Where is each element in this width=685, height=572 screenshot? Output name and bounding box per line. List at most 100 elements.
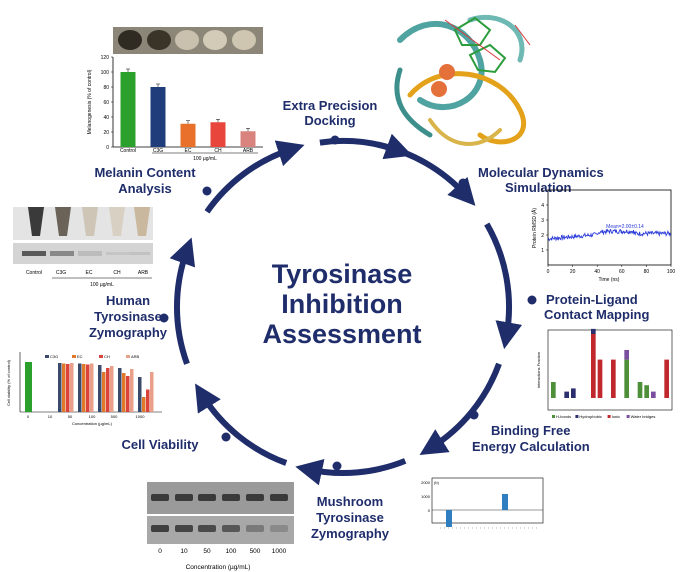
step-label-docking-1: Extra Precision xyxy=(283,98,378,113)
viability-bar xyxy=(78,363,82,412)
step-dot-mushroom xyxy=(332,461,342,471)
melanin-xtick-label: EC xyxy=(185,148,192,154)
step-dot-md xyxy=(458,178,468,188)
cycle-arrow-3 xyxy=(419,362,502,455)
viability-bar xyxy=(150,372,154,412)
viability-xtick-label: 500 xyxy=(111,414,118,419)
binding-panel-label: (b) xyxy=(434,480,440,485)
melanin-bar-arb xyxy=(240,131,256,147)
viability-bar xyxy=(70,363,74,412)
mushroom-gel-top xyxy=(147,482,294,514)
contact-bar-segment xyxy=(564,391,569,398)
mushroom-band-bottom xyxy=(175,525,193,532)
center-title-line-3: Assessment xyxy=(262,319,421,349)
contact-legend-swatch xyxy=(575,415,579,418)
mushroom-band-top xyxy=(270,494,288,501)
cycle-arrow-1 xyxy=(376,141,476,206)
step-label-contact-2: Contact Mapping xyxy=(544,307,649,322)
contact-legend-label: Water bridges xyxy=(631,414,656,419)
viability-bar xyxy=(62,363,66,412)
melanin-bar-c3g xyxy=(150,87,166,147)
binding-bar-negative xyxy=(446,510,452,527)
mushroom-band-top xyxy=(151,494,169,501)
mushroom-band-bottom xyxy=(198,525,216,532)
mushroom-band-top xyxy=(175,494,193,501)
viability-bar xyxy=(86,364,90,412)
human-lane-label: Control xyxy=(26,270,42,276)
viability-legend-label: CH xyxy=(104,354,110,359)
human-lane-label: CH xyxy=(113,270,121,276)
melanin-bar-control xyxy=(120,72,136,147)
binding-bar-positive xyxy=(502,494,508,510)
mushroom-band-bottom xyxy=(270,525,288,532)
melanin-ytick-label: 80 xyxy=(103,85,109,91)
md-ytick-label: 2 xyxy=(541,233,544,239)
mushroom-xlabel: Concentration (µg/mL) xyxy=(186,564,251,571)
viability-bar xyxy=(146,389,150,412)
contact-bar-segment xyxy=(651,391,656,398)
viability-ylabel: Cell viability (% of control) xyxy=(6,359,11,406)
md-ytick-label: 3 xyxy=(541,218,544,224)
step-label-human-2: Tyrosinase xyxy=(94,309,162,324)
step-dot-docking xyxy=(330,135,340,145)
step-label-melanin-1: Melanin Content xyxy=(94,165,196,180)
contact-bar-segment xyxy=(664,359,669,398)
md-xtick-label: 80 xyxy=(644,269,650,275)
viability-bar xyxy=(106,368,110,412)
viability-legend-swatch xyxy=(99,355,103,358)
md-rmsd-trace xyxy=(547,228,672,242)
step-dots xyxy=(159,135,537,471)
melanin-tube-caps xyxy=(118,30,256,50)
md-ytick-label: 1 xyxy=(541,248,544,254)
viability-bar xyxy=(110,366,114,412)
viability-xtick-label: 0 xyxy=(27,414,30,419)
contact-bar-segment xyxy=(624,350,629,360)
step-label-md-1: Molecular Dynamics xyxy=(478,165,604,180)
step-label-docking-2: Docking xyxy=(304,113,355,128)
cycle-arrow-6 xyxy=(169,237,196,365)
viability-xtick-label: 100 xyxy=(89,414,96,419)
cycle-arrow-7 xyxy=(204,140,305,214)
melanin-bar-ec xyxy=(180,123,196,147)
melanin-ytick-label: 20 xyxy=(103,130,109,136)
mushroom-band-top xyxy=(246,494,264,501)
mushroom-lane-label: 50 xyxy=(203,548,211,555)
contact-bar-segment xyxy=(644,385,649,398)
melanin-ytick-label: 100 xyxy=(101,70,110,76)
mushroom-gel-bottom xyxy=(147,516,294,544)
md-ylabel: Protein RMSD (Å) xyxy=(531,208,538,248)
viability-legend-swatch xyxy=(126,355,130,358)
binding-ytick-label: 2000 xyxy=(421,480,431,485)
contact-bar-segment xyxy=(624,359,629,398)
contact-legend-label: Ionic xyxy=(612,414,620,419)
contact-bar-segment xyxy=(637,382,643,398)
copper-ion-1 xyxy=(439,64,455,80)
mushroom-lane-label: 1000 xyxy=(272,548,287,555)
viability-xtick-label: 1000 xyxy=(136,414,146,419)
contact-bars xyxy=(551,328,669,398)
viability-legend-swatch xyxy=(72,355,76,358)
contact-legend-swatch xyxy=(607,415,611,418)
step-label-binding-1: Binding Free xyxy=(491,423,570,438)
mushroom-lane-label: 10 xyxy=(180,548,188,555)
mushroom-gel-bands xyxy=(151,494,288,532)
step-label-binding-2: Energy Calculation xyxy=(472,439,590,454)
step-label-mushroom-1: Mushroom xyxy=(317,494,383,509)
md-xlabel: Time (ns) xyxy=(599,277,620,283)
mushroom-band-top xyxy=(222,494,240,501)
contact-bar-segment xyxy=(611,359,616,398)
melanin-panel: Melanogenesis (% of control) 02040608010… xyxy=(87,27,263,162)
docking-protein-structure xyxy=(394,14,531,146)
mushroom-lane-label: 0 xyxy=(158,548,162,555)
